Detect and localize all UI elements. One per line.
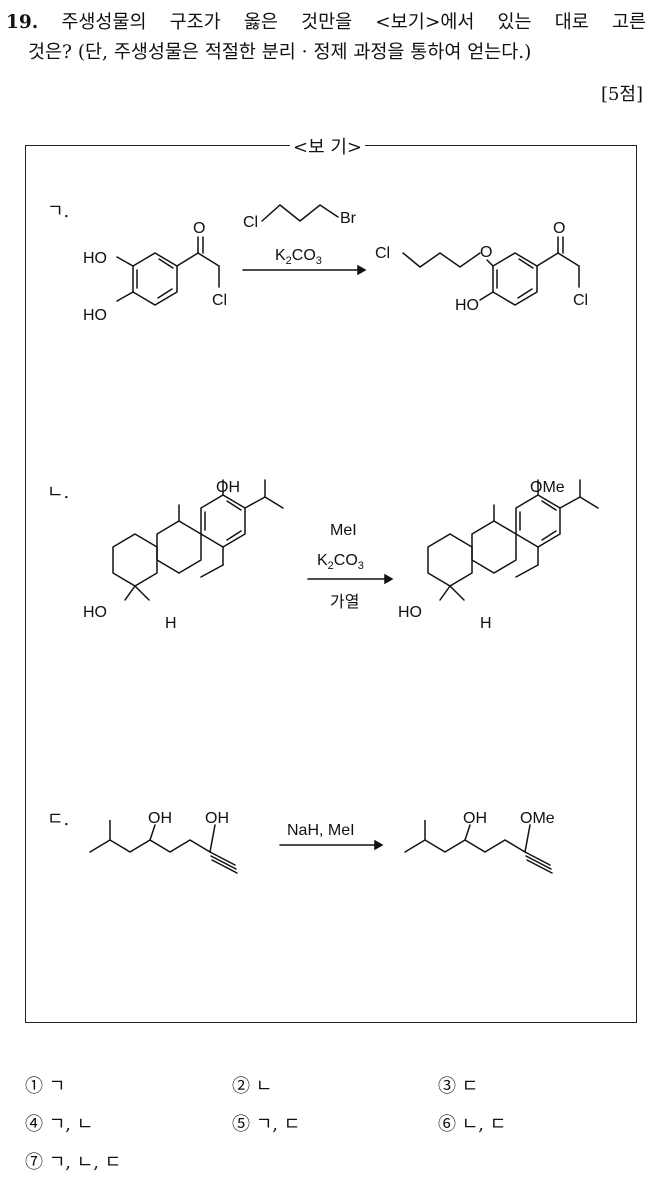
atom-h-b: H [165, 615, 177, 632]
choice-5[interactable]: ⑤ ㄱ, ㄷ [232, 1114, 301, 1135]
atom-oh-c-2: OH [205, 810, 229, 827]
atom-o-a: O [193, 220, 205, 237]
product-atom-cl-2: Cl [573, 292, 588, 309]
atom-ho-b-product: HO [398, 604, 422, 621]
product-atom-cl: Cl [375, 245, 390, 262]
reagent-b-3: 가열 [330, 593, 359, 611]
reagent-b-2: K2CO3 [317, 552, 364, 572]
score-label: [5점] [600, 84, 643, 105]
choice-6[interactable]: ⑥ ㄴ, ㄷ [438, 1114, 507, 1135]
item-label-b: ㄴ. [47, 482, 70, 503]
question-line-1: 19. 주생성물의 구조가 옳은 것만을 <보기>에서 있는 대로 고른 [6, 8, 646, 38]
reactant-c-structure [89, 820, 238, 874]
atom-ho-2: HO [83, 307, 107, 324]
reaction-schemes: HO HO O Cl Cl Br K2CO3 Cl O O Cl HO OH H… [83, 204, 599, 874]
choice-2[interactable]: ② ㄴ [232, 1076, 273, 1097]
question-stem: 19. 주생성물의 구조가 옳은 것만을 <보기>에서 있는 대로 고른 것은?… [6, 8, 646, 68]
choice-4[interactable]: ④ ㄱ, ㄴ [25, 1114, 94, 1135]
atom-oh-b: OH [216, 479, 240, 496]
atom-ho-b: HO [83, 604, 107, 621]
atom-oh-c-product: OH [463, 810, 487, 827]
question-line-2: 것은? (단, 주생성물은 적절한 분리 · 정제 과정을 통하여 얻는다.) [28, 42, 532, 63]
product-atom-o-carbonyl: O [553, 220, 565, 237]
arrow-c-head [374, 839, 384, 851]
reagent-c: NaH, MeI [287, 822, 355, 839]
choice-1[interactable]: ① ㄱ [25, 1076, 66, 1097]
product-atom-o: O [480, 244, 492, 261]
product-b-structure [427, 479, 599, 601]
question-number: 19. [6, 12, 39, 33]
item-label-c: ㄷ. [47, 809, 70, 830]
arrow-b-head [384, 573, 394, 585]
reactant-a-structure [116, 236, 220, 306]
question-text-1: 주생성물의 구조가 옳은 것만을 <보기>에서 있는 대로 고른 [61, 12, 646, 33]
reagent-b-1: MeI [330, 522, 357, 539]
reactant-b-structure [112, 479, 284, 601]
product-c-structure [404, 820, 553, 874]
reagent-chain-a [261, 204, 339, 222]
atom-ome-b: OMe [530, 479, 565, 496]
product-atom-ho: HO [455, 297, 479, 314]
bogi-title: <보 기> [290, 133, 366, 159]
atom-cl-a: Cl [212, 292, 227, 309]
item-label-a: ㄱ. [47, 201, 70, 222]
reagent-a: K2CO3 [275, 247, 322, 267]
choice-7[interactable]: ⑦ ㄱ, ㄴ, ㄷ [25, 1152, 122, 1173]
choice-3[interactable]: ③ ㄷ [438, 1076, 479, 1097]
atom-h-b-product: H [480, 615, 492, 632]
reagent-br: Br [340, 210, 357, 227]
atom-ho-1: HO [83, 250, 107, 267]
reagent-cl: Cl [243, 214, 258, 231]
atom-oh-c-1: OH [148, 810, 172, 827]
product-a-structure [402, 236, 580, 306]
arrow-a-head [357, 264, 367, 276]
atom-ome-c-product: OMe [520, 810, 555, 827]
